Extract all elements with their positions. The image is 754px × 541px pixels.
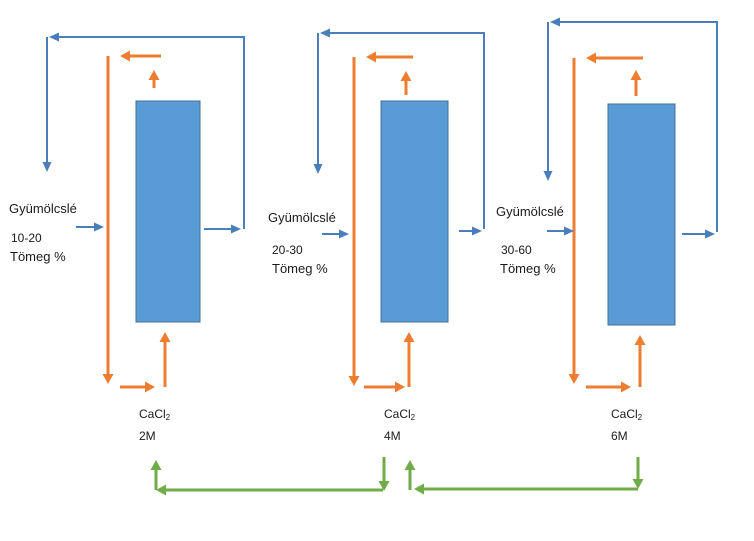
stage-1-recycle-top-arrow-head xyxy=(49,32,59,42)
stage-3-salt-top-up-arrow-head xyxy=(630,70,642,80)
stage-2-salt-down-arrow-head xyxy=(348,376,360,386)
stage-3-unit: Tömeg % xyxy=(500,261,556,276)
stage-2-salt-up-arrow-head xyxy=(403,332,415,342)
stage-3-salt-up-arrow-head xyxy=(634,335,646,345)
stage-2-recycle-top-arrow xyxy=(329,32,485,229)
green-up-stage-2-arrow-head xyxy=(404,460,416,470)
green-down-stage-3-arrow-head xyxy=(632,479,644,489)
stage-1-product-arrow-head xyxy=(231,224,241,234)
stage-1-molarity: 2M xyxy=(139,429,156,443)
stage-2-salt-top-left-arrow-head xyxy=(366,51,376,63)
green-return-left-arrow-head xyxy=(156,484,166,496)
stage-3-column xyxy=(607,103,676,326)
stage-1-salt-up-arrow-head xyxy=(159,332,171,342)
stage-3-recycle-top-arrow xyxy=(559,21,718,232)
green-return-left-arrow-2-head xyxy=(414,483,424,495)
stage-1-feed-label: Gyümölcslé xyxy=(9,201,77,216)
stage-1-salt-top-up-arrow-head xyxy=(148,70,160,80)
stage-3-salt-top-left-arrow-head xyxy=(586,52,596,64)
stage-3-recycle-top-arrow-head xyxy=(550,17,560,27)
stage-1-recycle-top-arrow xyxy=(58,36,245,229)
stage-1-concentration: 10-20 xyxy=(11,231,42,245)
stage-3-molarity: 6M xyxy=(611,429,628,443)
stage-2-feed-label: Gyümölcslé xyxy=(268,210,336,225)
stage-3-concentration: 30-60 xyxy=(501,243,532,257)
stage-3-salt-bottom-arrow-head xyxy=(621,381,631,393)
stage-3-salt: CaCl2 xyxy=(611,407,643,422)
stage-2-molarity: 4M xyxy=(384,429,401,443)
stage-2-recycle-top-arrow-head xyxy=(320,28,330,38)
stage-3-product-arrow-head xyxy=(705,229,715,239)
stage-2-feed-arrow-head xyxy=(339,229,349,239)
stage-1-feed-arrow-head xyxy=(94,222,104,232)
stage-1-column xyxy=(135,100,201,323)
stage-2-unit: Tömeg % xyxy=(272,261,328,276)
stage-1-recycle-down-arrow-head xyxy=(42,162,52,172)
stage-2-product-arrow-head xyxy=(472,226,482,236)
stage-1-salt-bottom-arrow-head xyxy=(145,381,155,393)
stage-2-column xyxy=(380,100,449,323)
stage-2-concentration: 20-30 xyxy=(272,243,303,257)
stage-2-recycle-down-arrow-head xyxy=(313,164,323,174)
stage-2-salt-top-up-arrow-head xyxy=(400,71,412,81)
stage-3-feed-arrow-head xyxy=(564,226,574,236)
stage-3-salt-down-arrow-head xyxy=(568,374,580,384)
stage-1-salt-top-left-arrow-head xyxy=(120,50,130,62)
stage-2-salt: CaCl2 xyxy=(384,407,416,422)
green-up-stage-1-arrow-head xyxy=(150,460,162,470)
stage-2-salt-bottom-arrow-head xyxy=(395,381,405,393)
stage-3-recycle-down-arrow-head xyxy=(543,171,553,181)
stage-3-feed-label: Gyümölcslé xyxy=(496,204,564,219)
stage-1-salt-down-arrow-head xyxy=(102,374,114,384)
stage-1-unit: Tömeg % xyxy=(10,249,66,264)
green-down-stage-2-arrow-head xyxy=(378,481,390,491)
stage-1-salt: CaCl2 xyxy=(139,407,171,422)
